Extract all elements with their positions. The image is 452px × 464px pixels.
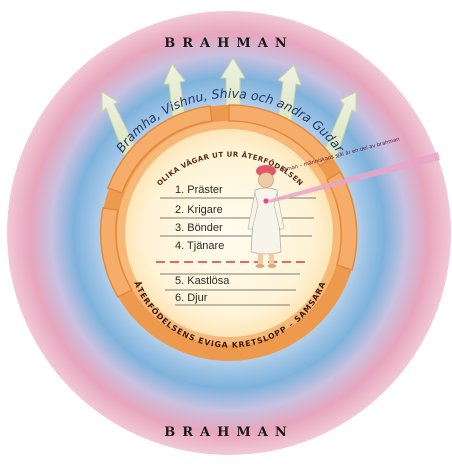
caste-label-1: 1. Präster (175, 184, 223, 196)
caste-label-3: 3. Bönder (175, 222, 223, 234)
brahman-bottom-label: BRAHMAN (164, 425, 294, 440)
caste-label-4: 4. Tjänare (175, 240, 224, 252)
caste-label-5: 5. Kastlösa (175, 275, 230, 287)
caste-label-2: 2. Krigare (175, 204, 223, 216)
brahman-top-label: BRAHMAN (164, 36, 294, 51)
inner-disc (125, 129, 333, 337)
caste-label-6: 6. Djur (175, 292, 208, 304)
